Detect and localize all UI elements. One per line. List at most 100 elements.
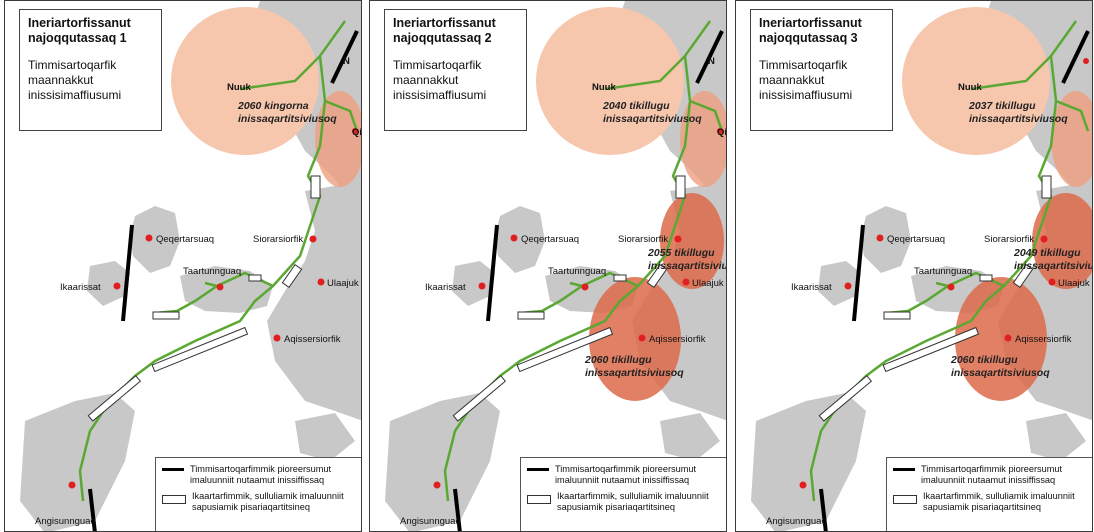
place-label-siorarsiorfik: Siorarsiorfik	[253, 234, 303, 245]
zone-ellipse-qi	[680, 91, 726, 187]
title-box-1: Ineriartorfissanut najoqqutassaq 1 Timmi…	[19, 9, 162, 131]
runway-line-symbol	[162, 468, 184, 471]
place-label-ulaajuk: Ulaajuk	[692, 278, 724, 289]
place-label-qeqertarsuaq: Qeqertarsuaq	[156, 234, 214, 245]
bridge-box	[87, 375, 142, 422]
panel-title-2: Ineriartorfissanut najoqqutassaq 2	[393, 16, 496, 45]
bridge-box-symbol	[527, 495, 551, 504]
place-label-aqissersiorfik: Aqissersiorfik	[284, 334, 341, 345]
map-canvas-2: Nuuk N Qeqertarsuaq Siorarsiorfik Taartu…	[385, 1, 727, 531]
land-ikaarissat	[818, 261, 861, 306]
place-dots	[433, 128, 723, 489]
legend-bridge-text: Ikaartarfimmik, sulluliamik imaluunniit …	[557, 491, 709, 512]
legend-runway-text: Timmisartoqarfimmik pioreersumut imaluun…	[190, 464, 332, 485]
legend-2: Timmisartoqarfimmik pioreersumut imaluun…	[520, 457, 726, 531]
zone-ellipse-aqissersiorfik	[955, 277, 1047, 401]
map-panel-3: Nuuk Qeqertarsuaq Siorarsiorfik Taartunn…	[735, 0, 1093, 532]
place-label-ikaarissat: Ikaarissat	[60, 282, 101, 293]
title-box-2: Ineriartorfissanut najoqqutassaq 2 Timmi…	[384, 9, 527, 131]
place-label-angisunnguaq: Angisunnguaq	[400, 516, 461, 527]
land-qeqertarsuaq	[130, 206, 180, 273]
zone-ellipse-qi	[315, 91, 361, 187]
place-label-nuuk: Nuuk	[592, 82, 616, 93]
runway-line	[819, 488, 828, 531]
map-panel-1: Nuuk N Qeqertarsuaq Siorarsiorfik Taartu…	[4, 0, 362, 532]
place-label-angisunnguaq: Angisunnguaq	[35, 516, 96, 527]
place-label-ulaajuk: Ulaajuk	[1058, 278, 1090, 289]
legend-runway-text: Timmisartoqarfimmik pioreersumut imaluun…	[555, 464, 697, 485]
bridge-box	[281, 263, 303, 289]
place-dots	[68, 128, 358, 489]
bridge-box	[613, 274, 627, 282]
place-label-ikaarissat: Ikaarissat	[425, 282, 466, 293]
bridge-box	[882, 326, 980, 373]
panel-subtitle-2: Timmisartoqarfik maannakkut inissisimaff…	[393, 58, 487, 102]
legend-bridge-text: Ikaartarfimmik, sulluliamik imaluunniit …	[192, 491, 344, 512]
title-box-3: Ineriartorfissanut najoqqutassaq 3 Timmi…	[750, 9, 893, 131]
runway-line	[1061, 30, 1090, 84]
legend-bridge-text: Ikaartarfimmik, sulluliamik imaluunniit …	[923, 491, 1075, 512]
legend-runway-text: Timmisartoqarfimmik pioreersumut imaluun…	[921, 464, 1063, 485]
legend-1: Timmisartoqarfimmik pioreersumut imaluun…	[155, 457, 361, 531]
place-label-qeqertarsuaq: Qeqertarsuaq	[887, 234, 945, 245]
place-label-ikaarissat: Ikaarissat	[791, 282, 832, 293]
runway-line	[695, 30, 724, 84]
road-network	[443, 20, 724, 502]
land-ikaarissat	[87, 261, 130, 306]
panel-subtitle-1: Timmisartoqarfik maannakkut inissisimaff…	[28, 58, 122, 102]
land-south	[385, 393, 500, 531]
panel-subtitle-3: Timmisartoqarfik maannakkut inissisimaff…	[759, 58, 853, 102]
place-label-siorarsiorfik: Siorarsiorfik	[984, 234, 1034, 245]
place-label-qi: Qi	[717, 127, 727, 138]
bridge-box	[152, 311, 180, 320]
place-dots	[799, 58, 1089, 489]
legend-3: Timmisartoqarfimmik pioreersumut imaluun…	[886, 457, 1092, 531]
bridge-box	[151, 326, 249, 373]
place-label-taartunnguaq: Taartunnguaq	[183, 266, 241, 277]
road-network	[809, 20, 1090, 502]
place-label-taartunnguaq: Taartunnguaq	[914, 266, 972, 277]
place-label-qeqertarsuaq: Qeqertarsuaq	[521, 234, 579, 245]
land-qeqertarsuaq	[495, 206, 545, 273]
bridge-box	[646, 263, 668, 289]
map-panel-2: Nuuk N Qeqertarsuaq Siorarsiorfik Taartu…	[369, 0, 727, 532]
zone-circle-nuuk	[536, 7, 684, 155]
zone-circle-nuuk	[171, 7, 319, 155]
place-label-north: N	[343, 56, 350, 67]
land-qeqertarsuaq	[861, 206, 911, 273]
place-label-ulaajuk: Ulaajuk	[327, 278, 359, 289]
bridge-box	[818, 375, 873, 422]
bridge-box	[516, 326, 614, 373]
land-islet	[295, 413, 355, 461]
place-label-nuuk: Nuuk	[227, 82, 251, 93]
runway-line	[852, 224, 865, 322]
runway-line-symbol	[527, 468, 549, 471]
bridge-box	[979, 274, 993, 282]
bridge-box	[675, 175, 686, 199]
runway-line	[330, 30, 359, 84]
bridge-box	[452, 375, 507, 422]
land-east	[267, 181, 361, 421]
zone-ellipse-siorarsiorfik	[1032, 193, 1092, 289]
bridge-box	[248, 274, 262, 282]
road-network	[78, 20, 359, 502]
place-label-taartunnguaq: Taartunnguaq	[548, 266, 606, 277]
place-label-aqissersiorfik: Aqissersiorfik	[649, 334, 706, 345]
place-label-angisunnguaq: Angisunnguaq	[766, 516, 827, 527]
panel-title-3: Ineriartorfissanut najoqqutassaq 3	[759, 16, 862, 45]
bridge-box	[517, 311, 545, 320]
place-label-nuuk: Nuuk	[958, 82, 982, 93]
zone-circle-nuuk	[902, 7, 1050, 155]
bridge-box-symbol	[162, 495, 186, 504]
land-islet	[660, 413, 720, 461]
runway-line	[88, 488, 97, 531]
land-ikaarissat	[452, 261, 495, 306]
place-label-siorarsiorfik: Siorarsiorfik	[618, 234, 668, 245]
place-label-qi: Qi	[352, 127, 362, 138]
